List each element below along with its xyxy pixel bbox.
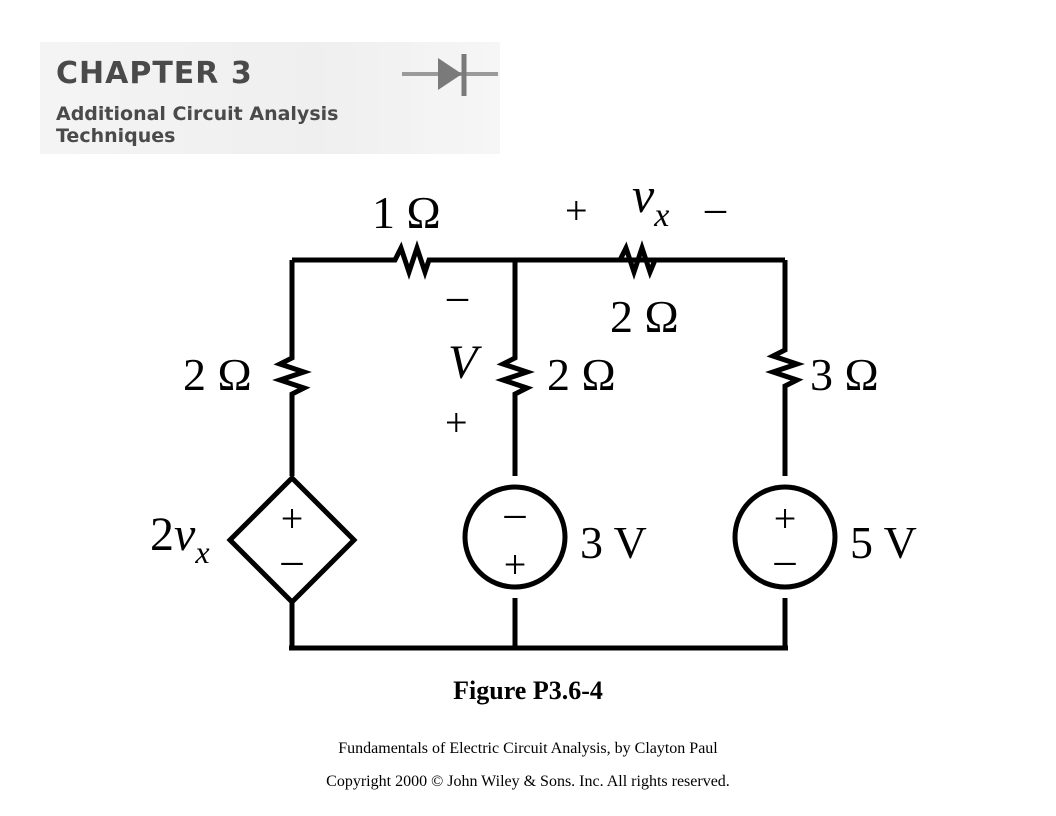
left-branch-wire	[272, 260, 312, 476]
dependent-voltage-source	[226, 474, 358, 606]
middle-source-minus: –	[504, 491, 527, 537]
right-source-minus: –	[774, 538, 797, 584]
chapter-subtitle-line1: Additional Circuit Analysis	[56, 103, 339, 125]
middle-source-value: 3 V	[580, 517, 647, 568]
right-branch-resistor-label: 3 Ω	[810, 349, 879, 400]
vx-plus-sign: +	[565, 188, 588, 233]
vx-subscript: x	[653, 197, 669, 234]
V-minus-sign: –	[446, 274, 469, 320]
top-right-resistor-zigzag	[617, 240, 658, 280]
dependent-source-var: v	[174, 508, 196, 561]
dependent-source-minus: –	[281, 538, 304, 584]
copyright-notice: Copyright 2000 © John Wiley & Sons. Inc.…	[326, 773, 730, 790]
chapter-subtitle: Additional Circuit Analysis Techniques	[56, 103, 338, 147]
vx-variable: vx	[632, 167, 669, 234]
right-branch-wire	[765, 260, 805, 476]
chapter-title: CHAPTER 3	[56, 56, 253, 91]
middle-voltage-source	[462, 484, 568, 590]
middle-source-plus: +	[504, 542, 527, 587]
dependent-source-label: 2vx	[150, 508, 210, 570]
chapter-subtitle-line2: Techniques	[56, 125, 176, 147]
middle-branch-wire	[495, 260, 535, 476]
right-source-plus: +	[774, 496, 797, 541]
top-left-resistor-label: 1 Ω	[372, 187, 441, 238]
middle-branch-resistor-label: 2 Ω	[547, 349, 616, 400]
V-variable: V	[448, 336, 482, 389]
top-wire	[292, 240, 785, 280]
vx-minus-sign: –	[704, 186, 727, 232]
book-credit: Fundamentals of Electric Circuit Analysi…	[338, 740, 718, 757]
figure-caption: Figure P3.6-4	[453, 676, 603, 705]
chapter-header-banner	[40, 42, 500, 154]
left-branch-resistor-label: 2 Ω	[183, 349, 252, 400]
diode-icon	[402, 54, 498, 96]
top-right-resistor-label: 2 Ω	[610, 291, 679, 342]
right-source-value: 5 V	[850, 517, 917, 568]
vx-var: v	[632, 167, 655, 223]
V-plus-sign: +	[445, 400, 468, 445]
dependent-source-sub: x	[194, 534, 209, 570]
dependent-source-plus: +	[281, 496, 304, 541]
dependent-source-coef: 2	[150, 508, 174, 561]
right-voltage-source	[732, 484, 838, 590]
